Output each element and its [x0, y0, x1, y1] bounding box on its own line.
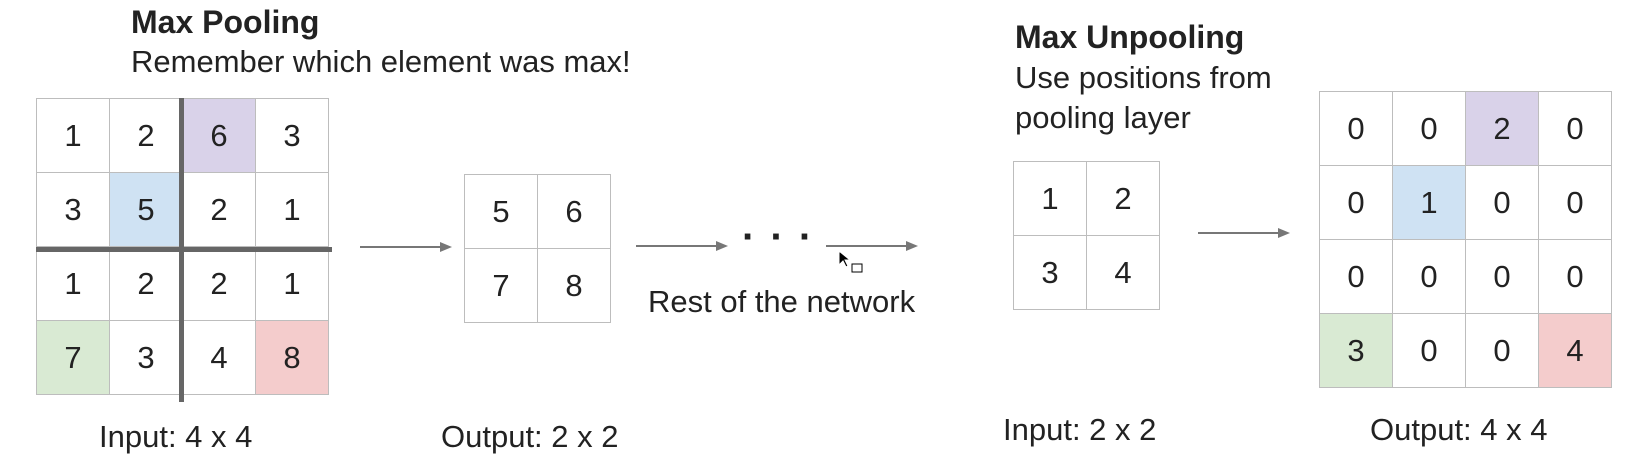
grid-cell: 1: [255, 172, 329, 247]
pooling-output-caption: Output: 2 x 2: [441, 419, 619, 454]
grid-cell: 0: [1465, 239, 1539, 314]
grid-cell: 5: [109, 172, 183, 247]
grid-cell: 6: [182, 98, 256, 173]
network-arrow-in: [636, 241, 728, 251]
grid-cell: 4: [1538, 313, 1612, 388]
grid-cell: 2: [182, 246, 256, 321]
unpooling-subtitle-line2: pooling layer: [1015, 100, 1191, 135]
pooling-title: Max Pooling: [131, 4, 320, 40]
grid-cell: 0: [1538, 165, 1612, 240]
grid-cell: 2: [109, 246, 183, 321]
network-label: Rest of the network: [648, 284, 916, 319]
network-arrow-out: [826, 241, 918, 251]
grid-cell: 3: [109, 320, 183, 395]
grid-cell: 0: [1538, 91, 1612, 166]
grid-cell: 8: [537, 248, 611, 323]
grid-cell: 8: [255, 320, 329, 395]
grid-cell: 0: [1392, 91, 1466, 166]
grid-cell: 1: [36, 246, 110, 321]
pooling-input-caption: Input: 4 x 4: [99, 419, 253, 454]
grid-cell: 7: [36, 320, 110, 395]
grid-cell: 0: [1319, 239, 1393, 314]
pooling-horizontal-divider: [36, 247, 332, 252]
pooling-arrow: [360, 242, 452, 252]
grid-cell: 1: [255, 246, 329, 321]
pooling-subtitle: Remember which element was max!: [131, 44, 631, 79]
grid-cell: 4: [1086, 235, 1160, 310]
grid-cell: 4: [182, 320, 256, 395]
unpooling-subtitle-line1: Use positions from: [1015, 60, 1272, 95]
grid-cell: 0: [1465, 165, 1539, 240]
grid-cell: 0: [1465, 313, 1539, 388]
grid-cell: 0: [1538, 239, 1612, 314]
unpooling-title: Max Unpooling: [1015, 19, 1245, 55]
ellipsis: · · ·: [742, 215, 815, 259]
grid-cell: 0: [1392, 239, 1466, 314]
grid-cell: 3: [36, 172, 110, 247]
unpooling-output-caption: Output: 4 x 4: [1370, 412, 1548, 447]
grid-cell: 2: [1465, 91, 1539, 166]
unpooling-input-caption: Input: 2 x 2: [1003, 412, 1157, 447]
unpooling-arrow: [1198, 228, 1290, 238]
grid-cell: 2: [182, 172, 256, 247]
grid-cell: 3: [1013, 235, 1087, 310]
grid-cell: 3: [1319, 313, 1393, 388]
grid-cell: 7: [464, 248, 538, 323]
grid-cell: 6: [537, 174, 611, 249]
grid-cell: 3: [255, 98, 329, 173]
grid-cell: 0: [1392, 313, 1466, 388]
grid-cell: 2: [1086, 161, 1160, 236]
grid-cell: 5: [464, 174, 538, 249]
grid-cell: 1: [1013, 161, 1087, 236]
grid-cell: 2: [109, 98, 183, 173]
mouse-cursor-icon: [838, 250, 863, 273]
grid-cell: 0: [1319, 91, 1393, 166]
grid-cell: 1: [36, 98, 110, 173]
grid-cell: 1: [1392, 165, 1466, 240]
grid-cell: 0: [1319, 165, 1393, 240]
